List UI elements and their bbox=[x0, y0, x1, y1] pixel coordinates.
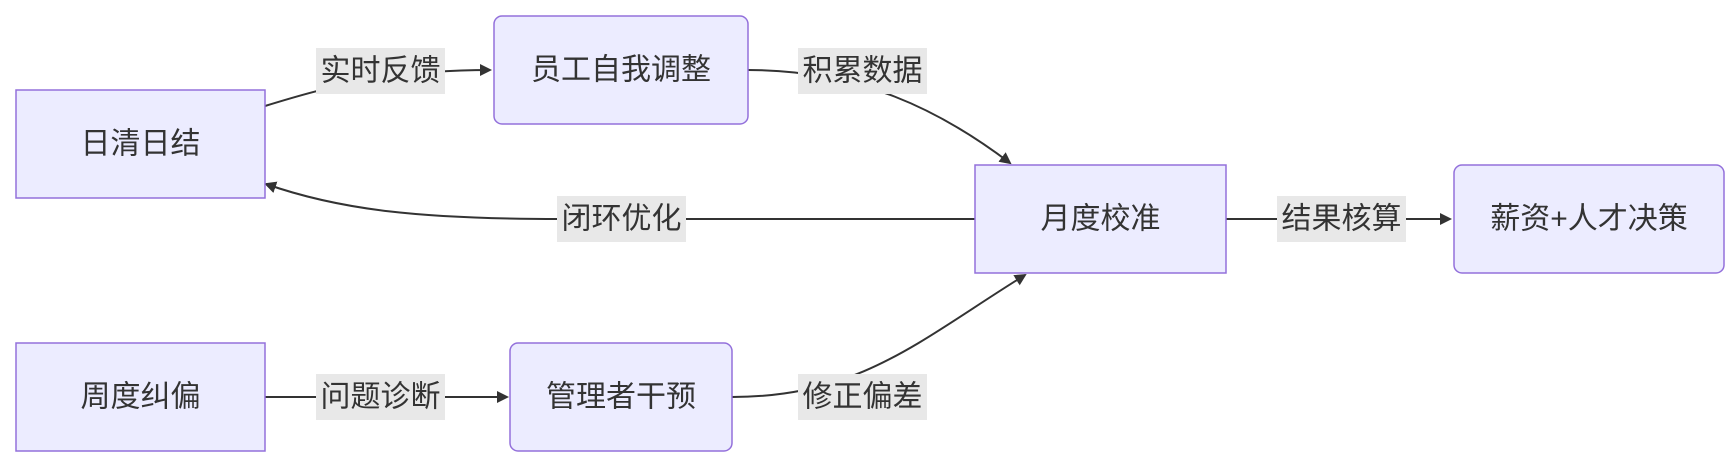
edge-label-monthly-to-decision: 结果核算 bbox=[1277, 196, 1406, 242]
edge-manager-to-monthly bbox=[731, 273, 1027, 398]
node-label: 员工自我调整 bbox=[531, 54, 711, 87]
edge-label-text: 问题诊断 bbox=[321, 381, 441, 414]
edge-label-manager-to-monthly: 修正偏差 bbox=[798, 374, 927, 420]
edge-label-text: 闭环优化 bbox=[562, 203, 682, 236]
edge-label-text: 实时反馈 bbox=[321, 55, 441, 88]
edges bbox=[264, 64, 1452, 403]
node-label: 月度校准 bbox=[1041, 203, 1161, 236]
node-adjust: 员工自我调整 bbox=[493, 15, 749, 125]
node-label: 薪资+人才决策 bbox=[1490, 203, 1688, 236]
edge-adjust-to-monthly bbox=[747, 69, 1012, 165]
edge-labels: 实时反馈 积累数据 闭环优化 结果核算 问题诊断 修正偏差 bbox=[316, 48, 1406, 420]
edge-label-text: 结果核算 bbox=[1282, 203, 1402, 236]
node-label: 日清日结 bbox=[81, 128, 201, 161]
nodes: 日清日结 员工自我调整 月度校准 薪资+人才决策 周度纠偏 管理者干预 bbox=[15, 15, 1725, 452]
node-decision: 薪资+人才决策 bbox=[1453, 164, 1725, 274]
edge-monthly-to-daily bbox=[264, 181, 975, 220]
node-weekly: 周度纠偏 bbox=[15, 342, 266, 452]
node-manager: 管理者干预 bbox=[509, 342, 733, 452]
node-label: 管理者干预 bbox=[546, 381, 696, 414]
edge-label-adjust-to-monthly: 积累数据 bbox=[798, 48, 927, 94]
edge-label-weekly-to-manager: 问题诊断 bbox=[316, 374, 445, 420]
edge-label-daily-to-adjust: 实时反馈 bbox=[316, 48, 445, 94]
node-label: 周度纠偏 bbox=[81, 381, 201, 414]
edge-label-text: 修正偏差 bbox=[803, 381, 923, 414]
node-monthly: 月度校准 bbox=[974, 164, 1227, 274]
edge-label-text: 积累数据 bbox=[803, 55, 923, 88]
edge-label-monthly-to-daily: 闭环优化 bbox=[557, 196, 686, 242]
node-daily: 日清日结 bbox=[15, 89, 266, 199]
